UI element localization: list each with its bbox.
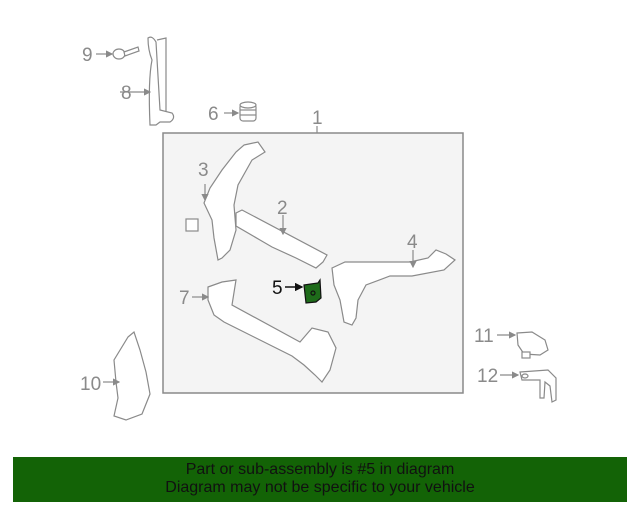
parts-diagram: 1 2 3 4 5 6 7 8 9 10 11 12 — [80, 36, 557, 421]
callout-4: 4 — [407, 232, 418, 253]
callout-10: 10 — [80, 374, 101, 395]
callout-12: 12 — [477, 366, 498, 387]
part-12-bracket[interactable] — [519, 369, 557, 403]
part-3-support[interactable] — [185, 141, 266, 261]
info-banner: Part or sub-assembly is #5 in diagram Di… — [13, 457, 627, 502]
callout-8: 8 — [121, 83, 132, 104]
part-9-bolt[interactable] — [112, 46, 140, 60]
part-7-lower-support[interactable] — [207, 279, 337, 383]
part-4-support[interactable] — [331, 249, 456, 326]
callout-5: 5 — [272, 278, 283, 299]
banner-line-1: Part or sub-assembly is #5 in diagram — [185, 461, 455, 478]
part-5-bracket-highlighted[interactable] — [303, 278, 322, 304]
callout-7: 7 — [179, 288, 190, 309]
callout-2: 2 — [277, 198, 288, 219]
banner-line-2: Diagram may not be specific to your vehi… — [165, 479, 475, 496]
callout-3: 3 — [198, 160, 209, 181]
part-6-grommet[interactable] — [239, 101, 257, 122]
callout-1: 1 — [312, 108, 323, 129]
callout-9: 9 — [82, 45, 93, 66]
part-8-bracket[interactable] — [147, 36, 175, 126]
part-11-sensor[interactable] — [516, 331, 549, 359]
part-10-bracket[interactable] — [113, 330, 151, 421]
callout-11: 11 — [474, 326, 494, 347]
callout-6: 6 — [208, 104, 219, 125]
